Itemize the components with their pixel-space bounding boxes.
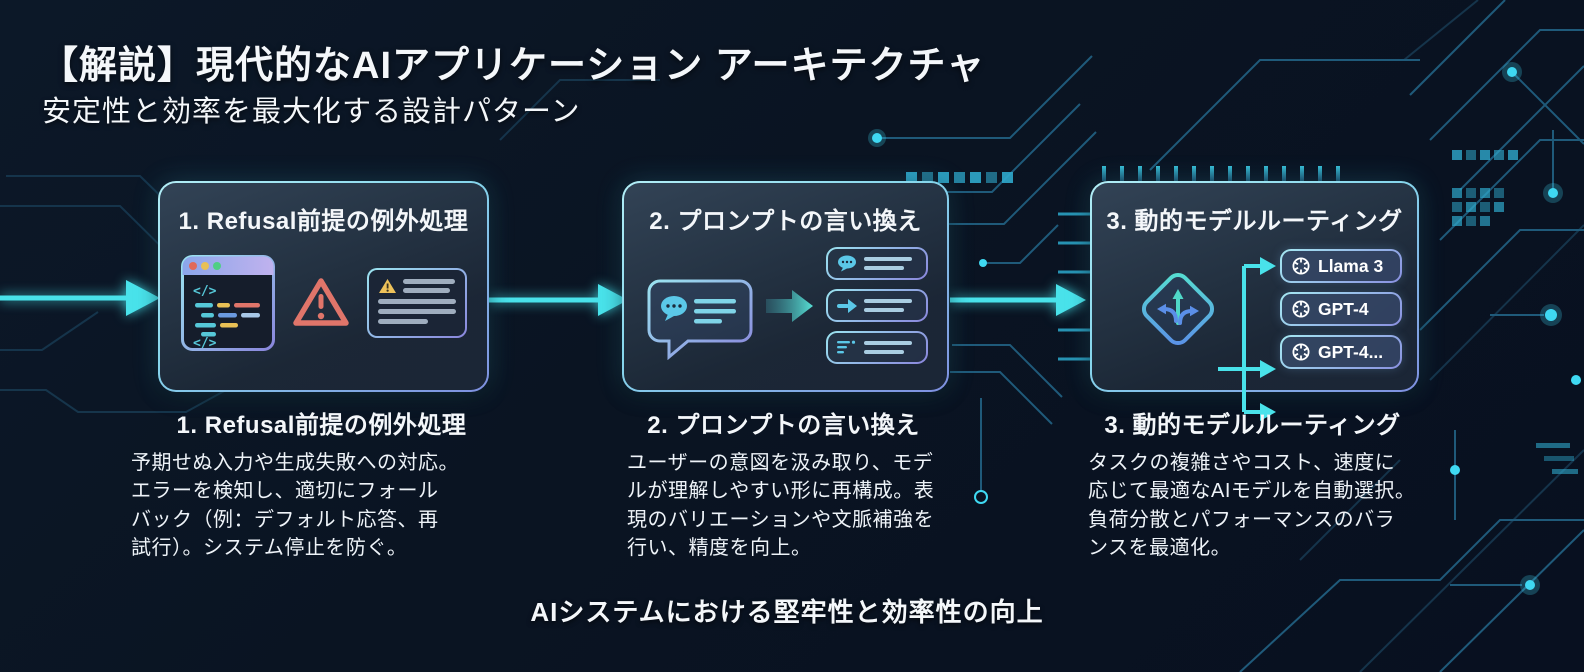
step2-panel: 2. プロンプトの言い換え <box>622 181 949 392</box>
model-pill-gpt4: GPT-4 <box>1280 292 1402 326</box>
variant-pill-chat <box>825 247 928 280</box>
page-subtitle: 安定性と効率を最大化する設計パターン <box>42 96 581 128</box>
route-diamond-icon <box>1141 272 1215 346</box>
model-label: GPT-4 <box>1318 298 1369 319</box>
model-list: Llama 3 GPT-4 <box>1280 249 1402 369</box>
model-label: Llama 3 <box>1318 255 1384 276</box>
model-logo-icon <box>1292 343 1310 361</box>
step2-heading: 2. プロンプトの言い換え <box>647 412 920 439</box>
transform-arrow-icon <box>765 289 813 322</box>
page-title: 【解説】現代的なAIアプリケーション アーキテクチャ <box>40 45 986 87</box>
model-pill-gpt4-variant: GPT-4... <box>1280 335 1402 369</box>
step3-panel-title: 3. 動的モデルルーティング <box>1106 208 1403 235</box>
step1-panel-title: 1. Refusal前提の例外処理 <box>178 208 469 235</box>
variant-pill-list <box>825 331 928 364</box>
model-logo-icon <box>1292 300 1310 318</box>
chat-bubble-icon <box>647 279 752 360</box>
list-icon <box>836 340 855 353</box>
code-window-icon: </> </> <box>180 255 275 351</box>
variant-list <box>825 247 928 364</box>
step2-panel-title: 2. プロンプトの言い換え <box>649 208 922 235</box>
svg-text:</>: </> <box>193 284 217 299</box>
svg-text:</>: </> <box>193 336 217 351</box>
model-pill-llama3: Llama 3 <box>1280 249 1402 283</box>
error-log-icon <box>366 268 467 338</box>
step2-description: ユーザーの意図を汲み取り、モデ ルが理解しやすい形に再構成。表 現のバリエーショ… <box>627 452 935 560</box>
routing-connector <box>1218 257 1276 421</box>
chat-icon <box>837 255 856 272</box>
step1-description: 予期せぬ入力や生成失敗への対応。 エラーを検知し、適切にフォール バック（例：デ… <box>131 452 459 560</box>
warning-badge-icon <box>378 279 396 293</box>
footer-caption: AIシステムにおける堅牢性と効率性の向上 <box>530 597 1044 627</box>
flow-arrow-step2-step3 <box>950 284 1086 316</box>
step1-heading: 1. Refusal前提の例外処理 <box>176 412 467 439</box>
step1-panel: 1. Refusal前提の例外処理 </> <box>158 181 489 392</box>
step3-description: タスクの複雑さやコスト、速度に 応じて最適なAIモデルを自動選択。 負荷分散とパ… <box>1088 452 1416 560</box>
step3-panel: 3. 動的モデルルーティング <box>1090 181 1419 421</box>
model-label: GPT-4... <box>1318 341 1384 362</box>
arrow-icon <box>836 298 857 313</box>
flow-arrow-into-step1 <box>0 280 160 316</box>
model-logo-icon <box>1292 257 1310 275</box>
variant-pill-arrow <box>825 289 928 322</box>
warning-triangle-icon <box>292 278 349 326</box>
step3-heading: 3. 動的モデルルーティング <box>1104 412 1401 439</box>
flow-arrow-step1-step2 <box>489 284 628 316</box>
